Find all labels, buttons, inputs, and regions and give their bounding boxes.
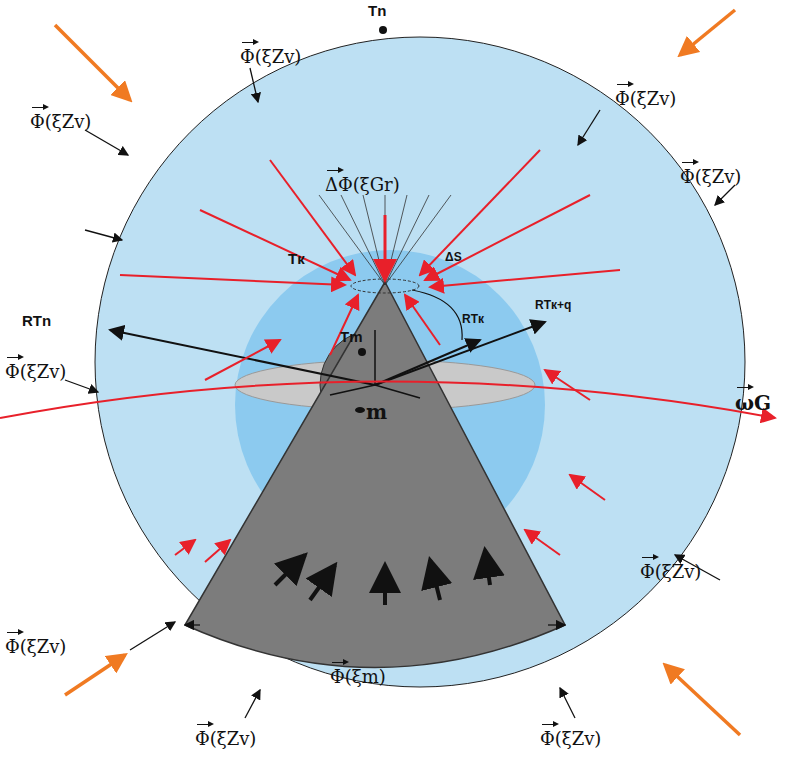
flux-label: ΔΦ(ξGr) — [325, 168, 400, 196]
callout-label: Tк — [288, 250, 305, 268]
radius-label: RTк+q — [535, 298, 571, 312]
callout-label: Tn — [368, 2, 386, 20]
flux-label: Φ(ξm) — [330, 660, 386, 688]
flux-label: Φ(ξZv) — [240, 40, 301, 68]
angular-velocity-label: ωG — [735, 385, 771, 415]
mass-label: m — [366, 400, 387, 424]
callout-label: ΔS — [445, 250, 462, 264]
flux-label: Φ(ξZv) — [5, 630, 66, 658]
flux-label: Φ(ξZv) — [680, 160, 741, 188]
flux-label: Φ(ξZv) — [540, 722, 601, 750]
flux-label: Φ(ξZv) — [5, 355, 66, 383]
flux-label: Φ(ξZv) — [615, 82, 676, 110]
radius-label: RTn — [22, 312, 51, 330]
callout-label: Tm — [340, 328, 363, 346]
radius-label: RTк — [462, 312, 484, 326]
flux-label: Φ(ξZv) — [30, 105, 91, 133]
flux-label: Φ(ξZv) — [640, 555, 701, 583]
flux-label: Φ(ξZv) — [195, 722, 256, 750]
